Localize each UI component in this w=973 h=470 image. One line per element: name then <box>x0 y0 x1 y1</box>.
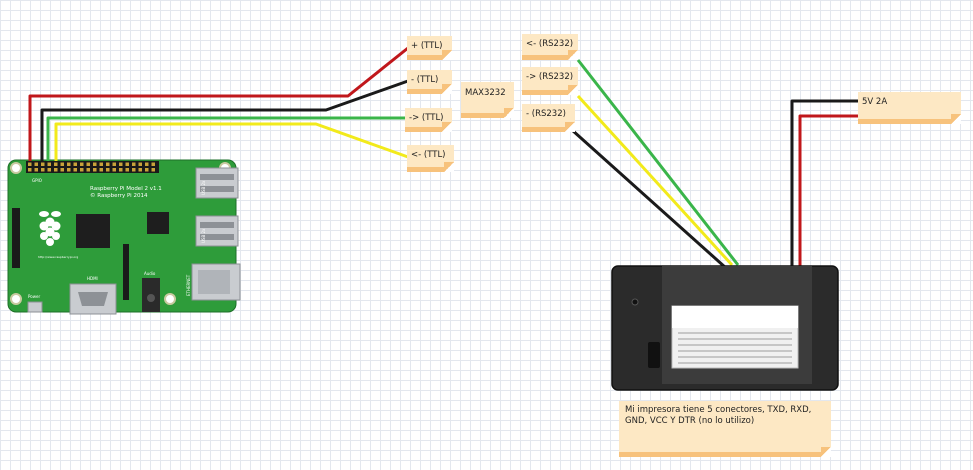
wire-black-rs232 <box>570 128 728 270</box>
note-tx-rs232[interactable]: -> (RS232) <box>522 67 578 95</box>
hdmi-port <box>69 283 117 315</box>
note-tx-ttl-text: -> (TTL) <box>409 113 444 123</box>
note-power-text: 5V 2A <box>862 97 888 107</box>
thermal-printer[interactable] <box>611 265 839 391</box>
audio-jack <box>142 278 160 312</box>
note-power[interactable]: 5V 2A <box>858 92 961 124</box>
gpio-label: GPIO <box>32 178 42 183</box>
raspberry-pi-board[interactable]: GPIO Raspberry Pi Model 2 v1.1 © Raspber… <box>7 159 241 315</box>
note-max3232[interactable]: MAX3232 <box>461 82 514 118</box>
note-gnd-rs232[interactable]: - (RS232) <box>522 104 575 132</box>
note-plus-ttl[interactable]: + (TTL) <box>407 36 452 60</box>
pi-model-label: Raspberry Pi Model 2 v1.1 <box>90 186 162 192</box>
pi-copyright-label: © Raspberry Pi 2014 <box>90 192 148 199</box>
note-rx-ttl[interactable]: <- (TTL) <box>407 145 454 172</box>
note-printer[interactable]: Mi impresora tiene 5 conectores, TXD, RX… <box>619 401 831 457</box>
ethernet-port <box>191 263 241 301</box>
note-rx-rs232[interactable]: <- (RS232) <box>522 34 578 60</box>
wire-black-power <box>790 99 858 268</box>
note-rx-ttl-text: <- (TTL) <box>411 150 446 160</box>
note-max3232-text: MAX3232 <box>465 88 506 98</box>
usb-port-top <box>195 167 239 199</box>
usb-port-bottom <box>195 215 239 247</box>
note-plus-ttl-text: + (TTL) <box>411 41 443 51</box>
ttl-wires <box>28 46 409 161</box>
rs232-wires <box>570 59 740 270</box>
power-wires <box>790 99 858 268</box>
hdmi-label: HDMI <box>87 276 98 281</box>
audio-label: Audio <box>144 271 156 276</box>
usb-bottom-label: USB 2x <box>201 228 206 243</box>
soc-chip <box>76 214 110 248</box>
feed-button[interactable] <box>648 342 660 368</box>
power-port <box>27 301 43 313</box>
note-printer-text: Mi impresora tiene 5 conectores, TXD, RX… <box>625 405 812 426</box>
note-minus-ttl[interactable]: - (TTL) <box>407 70 452 94</box>
note-rx-rs232-text: <- (RS232) <box>526 39 574 49</box>
note-minus-ttl-text: - (TTL) <box>411 75 439 85</box>
note-gnd-rs232-text: - (RS232) <box>526 109 566 119</box>
power-label: Power <box>28 294 40 299</box>
note-tx-ttl[interactable]: -> (TTL) <box>405 108 452 132</box>
wire-yellow-rx <box>54 122 409 161</box>
wire-red-vcc <box>28 46 409 161</box>
wire-black-gnd <box>40 79 409 161</box>
wire-green-tx <box>46 116 408 161</box>
status-led-icon <box>631 298 639 306</box>
wire-red-power <box>798 114 858 268</box>
gpio-header <box>26 161 159 173</box>
usb-top-label: USB 2x <box>201 180 206 195</box>
raspberry-logo-icon <box>39 211 61 246</box>
wire-green-rs232 <box>576 59 740 266</box>
note-tx-rs232-text: -> (RS232) <box>526 72 574 82</box>
pi-url-label: http://www.raspberrypi.org <box>38 255 78 259</box>
ethernet-label: ETHERNET <box>186 274 191 296</box>
wire-yellow-rs232 <box>576 94 734 267</box>
